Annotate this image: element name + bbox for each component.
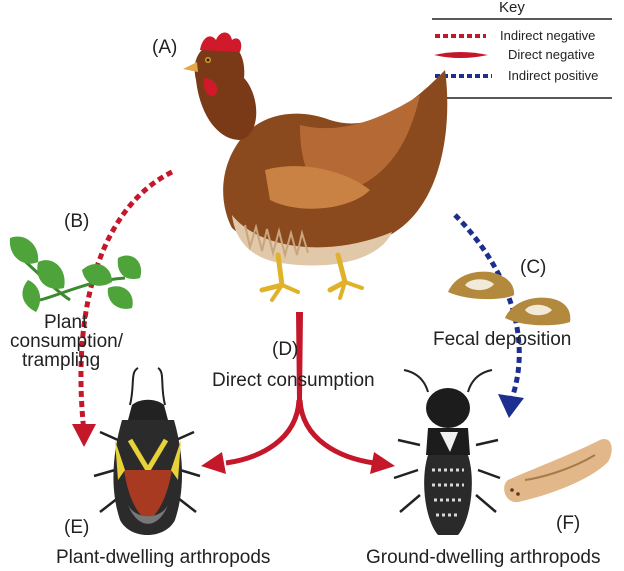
plant-icon xyxy=(9,236,142,312)
plant-bug-icon xyxy=(93,367,201,535)
plant-dwelling-label: Plant-dwelling arthropods xyxy=(56,547,271,568)
rove-beetle-icon xyxy=(393,369,501,535)
key-title: Key xyxy=(499,0,525,16)
label-d: (D) xyxy=(272,339,299,360)
label-c: (C) xyxy=(520,257,547,278)
larva-icon xyxy=(504,439,612,503)
label-e: (E) xyxy=(64,517,90,538)
hen-icon xyxy=(183,32,448,302)
label-b: (B) xyxy=(64,211,90,232)
label-f: (F) xyxy=(556,513,581,534)
feces-icon xyxy=(448,271,571,326)
plant-label-line3: trampling xyxy=(22,350,101,371)
direct-consumption-label: Direct consumption xyxy=(212,370,375,391)
fecal-deposition-label: Fecal deposition xyxy=(433,329,572,350)
key-legend xyxy=(432,18,612,99)
key-label-direct-negative: Direct negative xyxy=(508,47,595,62)
indirect-positive-arrow xyxy=(453,213,524,418)
key-label-indirect-positive: Indirect positive xyxy=(508,68,599,83)
plant-label-line2: consumption/ xyxy=(10,331,124,352)
plant-label-line1: Plant xyxy=(44,312,88,333)
ground-dwelling-label: Ground-dwelling arthropods xyxy=(366,547,601,568)
direct-negative-arrows xyxy=(201,312,395,474)
key-direct-negative-swatch xyxy=(434,52,488,58)
key-label-indirect-negative: Indirect negative xyxy=(500,28,596,43)
label-a: (A) xyxy=(152,37,178,58)
